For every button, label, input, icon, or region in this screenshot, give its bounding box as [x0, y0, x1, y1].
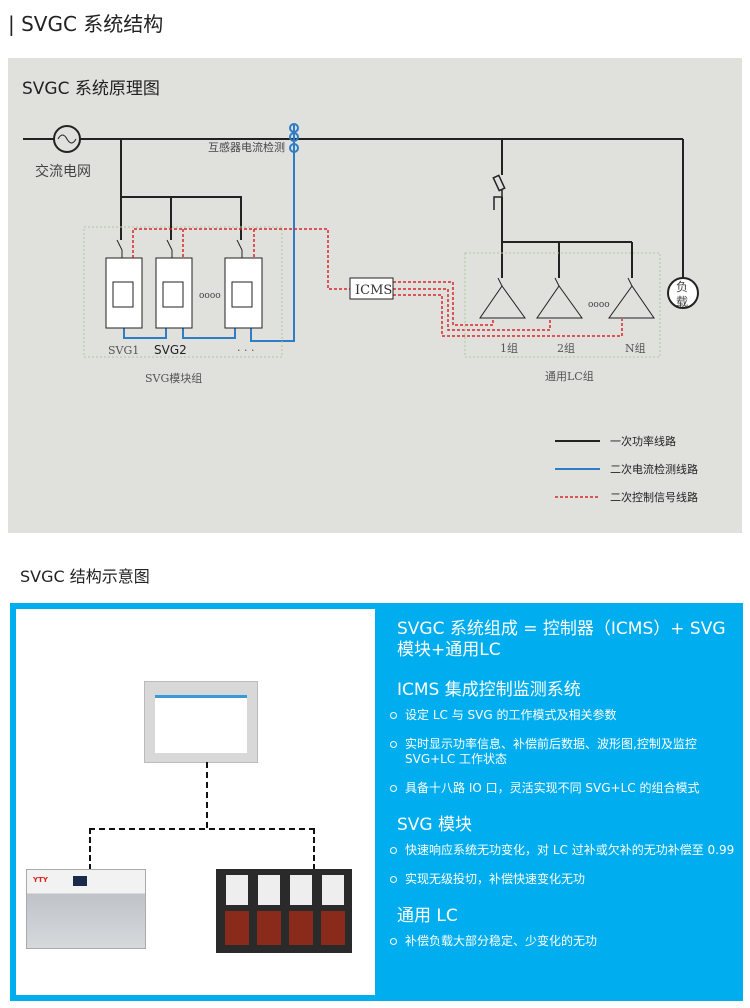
- section-title-svg: SVG 模块: [397, 815, 472, 835]
- svg2-label: SVG2: [154, 343, 187, 357]
- principle-diagram: 交流电网 互感器电流检测 oooo SVG1 SVG2 · · · SVG模块组: [23, 123, 699, 504]
- section-title-icms: ICMS 集成控制监测系统: [397, 680, 581, 700]
- list-item: 具备十八路 IO 口，灵活实现不同 SVG+LC 的组合模式: [385, 781, 735, 796]
- icms-box: [349, 277, 394, 300]
- lc-triangles: [479, 277, 655, 319]
- lc-label-n: N组: [625, 341, 646, 355]
- legend-power: 一次功率线路: [610, 434, 676, 448]
- ac-source-icon: [53, 125, 81, 153]
- principle-diagram-panel: SVGC 系统原理图 交流电网 互感器电流检测: [8, 58, 742, 533]
- structure-description: SVGC 系统组成 = 控制器（ICMS）+ SVG 模块+通用LC ICMS …: [385, 611, 735, 963]
- fuse-icon: [492, 174, 506, 210]
- section-title-lc: 通用 LC: [397, 906, 458, 926]
- svg1-label: SVG1: [108, 344, 139, 357]
- svg-modules: [105, 239, 263, 329]
- control-lines: [132, 228, 623, 337]
- lc-label-2: 2组: [557, 341, 575, 355]
- list-item: 实现无级投切，补偿快速变化无功: [385, 872, 735, 887]
- lc-dots: oooo: [588, 300, 610, 310]
- lc-capacitor-image: [216, 869, 352, 953]
- grid-label: 交流电网: [35, 163, 91, 180]
- page-header: | SVGC 系统结构: [8, 12, 164, 36]
- lc-group-label: 通用LC组: [545, 369, 594, 383]
- list-item: 补偿负载大部分稳定、少变化的无功: [385, 934, 735, 949]
- structure-panel: YTY SVGC 系统组成 = 控制器（ICMS）+ SVG 模块+通用LC I…: [10, 603, 743, 1001]
- lc-group-box: [464, 252, 661, 358]
- device-logo: YTY: [33, 876, 48, 884]
- system-composition-heading: SVGC 系统组成 = 控制器（ICMS）+ SVG 模块+通用LC: [397, 619, 726, 660]
- svg-group-label: SVG模块组: [145, 371, 202, 385]
- icms-touchscreen-image: [144, 681, 258, 763]
- svg-dots: oooo: [199, 291, 221, 301]
- legend-current: 二次电流检测线路: [610, 462, 698, 476]
- list-item: 设定 LC 与 SVG 的工作模式及相关参数: [385, 708, 735, 723]
- svg-more-label: · · ·: [237, 344, 254, 357]
- ct-label: 互感器电流检测: [208, 140, 285, 154]
- diagram-title: SVGC 系统原理图: [22, 79, 160, 99]
- structure-image: YTY: [16, 609, 375, 995]
- svg-cabinet-image: YTY: [26, 869, 146, 949]
- power-lines: [23, 138, 684, 278]
- icms-label: ICMS: [355, 283, 392, 298]
- list-item: 实时显示功率信息、补偿前后数据、波形图,控制及监控 SVG+LC 工作状态: [385, 737, 735, 767]
- structure-title: SVGC 结构示意图: [20, 567, 150, 586]
- load-label-1: 负: [676, 280, 688, 294]
- list-item: 快速响应系统无功变化，对 LC 过补或欠补的无功补偿至 0.99: [385, 843, 735, 858]
- legend: 一次功率线路 二次电流检测线路 二次控制信号线路: [555, 434, 698, 504]
- load-icon: [667, 277, 699, 309]
- legend-control: 二次控制信号线路: [610, 490, 698, 504]
- ct-icon: [123, 123, 299, 342]
- load-label-2: 载: [676, 295, 688, 309]
- lc-label-1: 1组: [500, 341, 518, 355]
